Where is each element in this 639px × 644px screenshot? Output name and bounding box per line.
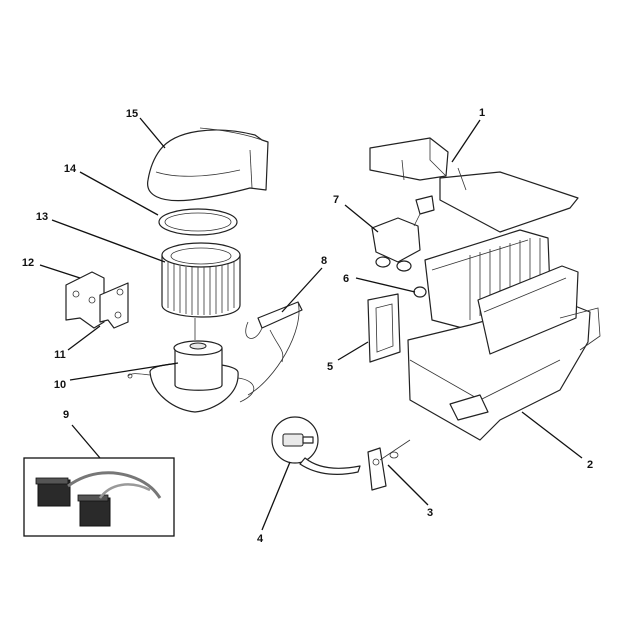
leader-lines (39, 117, 583, 531)
part-14-gasket-ring (158, 208, 238, 236)
part-12-bracket (65, 271, 105, 329)
callout-5: 5 (327, 361, 333, 373)
part-8-resistor (245, 301, 303, 396)
callout-12: 12 (22, 257, 34, 269)
callout-13: 13 (36, 211, 48, 223)
callout-6: 6 (343, 273, 349, 285)
part-2-heater-box (407, 265, 601, 441)
part-5-seal (367, 293, 401, 363)
part-15-blower-cover (147, 127, 269, 202)
part-10-blower-motor (127, 340, 255, 413)
callout-7: 7 (333, 194, 339, 206)
callout-8: 8 (321, 255, 327, 267)
callout-15: 15 (126, 108, 138, 120)
callout-4: 4 (257, 533, 264, 545)
part-1-top-cover (369, 137, 579, 233)
part-4-switch (271, 416, 361, 475)
callout-2: 2 (587, 459, 593, 471)
part-7-water-valve (371, 195, 435, 272)
part-9-connectors-inset (23, 457, 175, 537)
callout-9: 9 (63, 409, 69, 421)
callout-14: 14 (64, 163, 77, 175)
part-3-linkage (367, 439, 411, 491)
callout-labels: 1 2 3 4 5 6 7 8 9 10 11 12 13 14 15 (22, 107, 593, 545)
part-13-blower-wheel (161, 242, 241, 340)
callout-1: 1 (479, 107, 485, 119)
callout-11: 11 (54, 349, 66, 361)
part-11-bracket (99, 282, 129, 329)
callout-3: 3 (427, 507, 433, 519)
callout-10: 10 (54, 379, 66, 391)
